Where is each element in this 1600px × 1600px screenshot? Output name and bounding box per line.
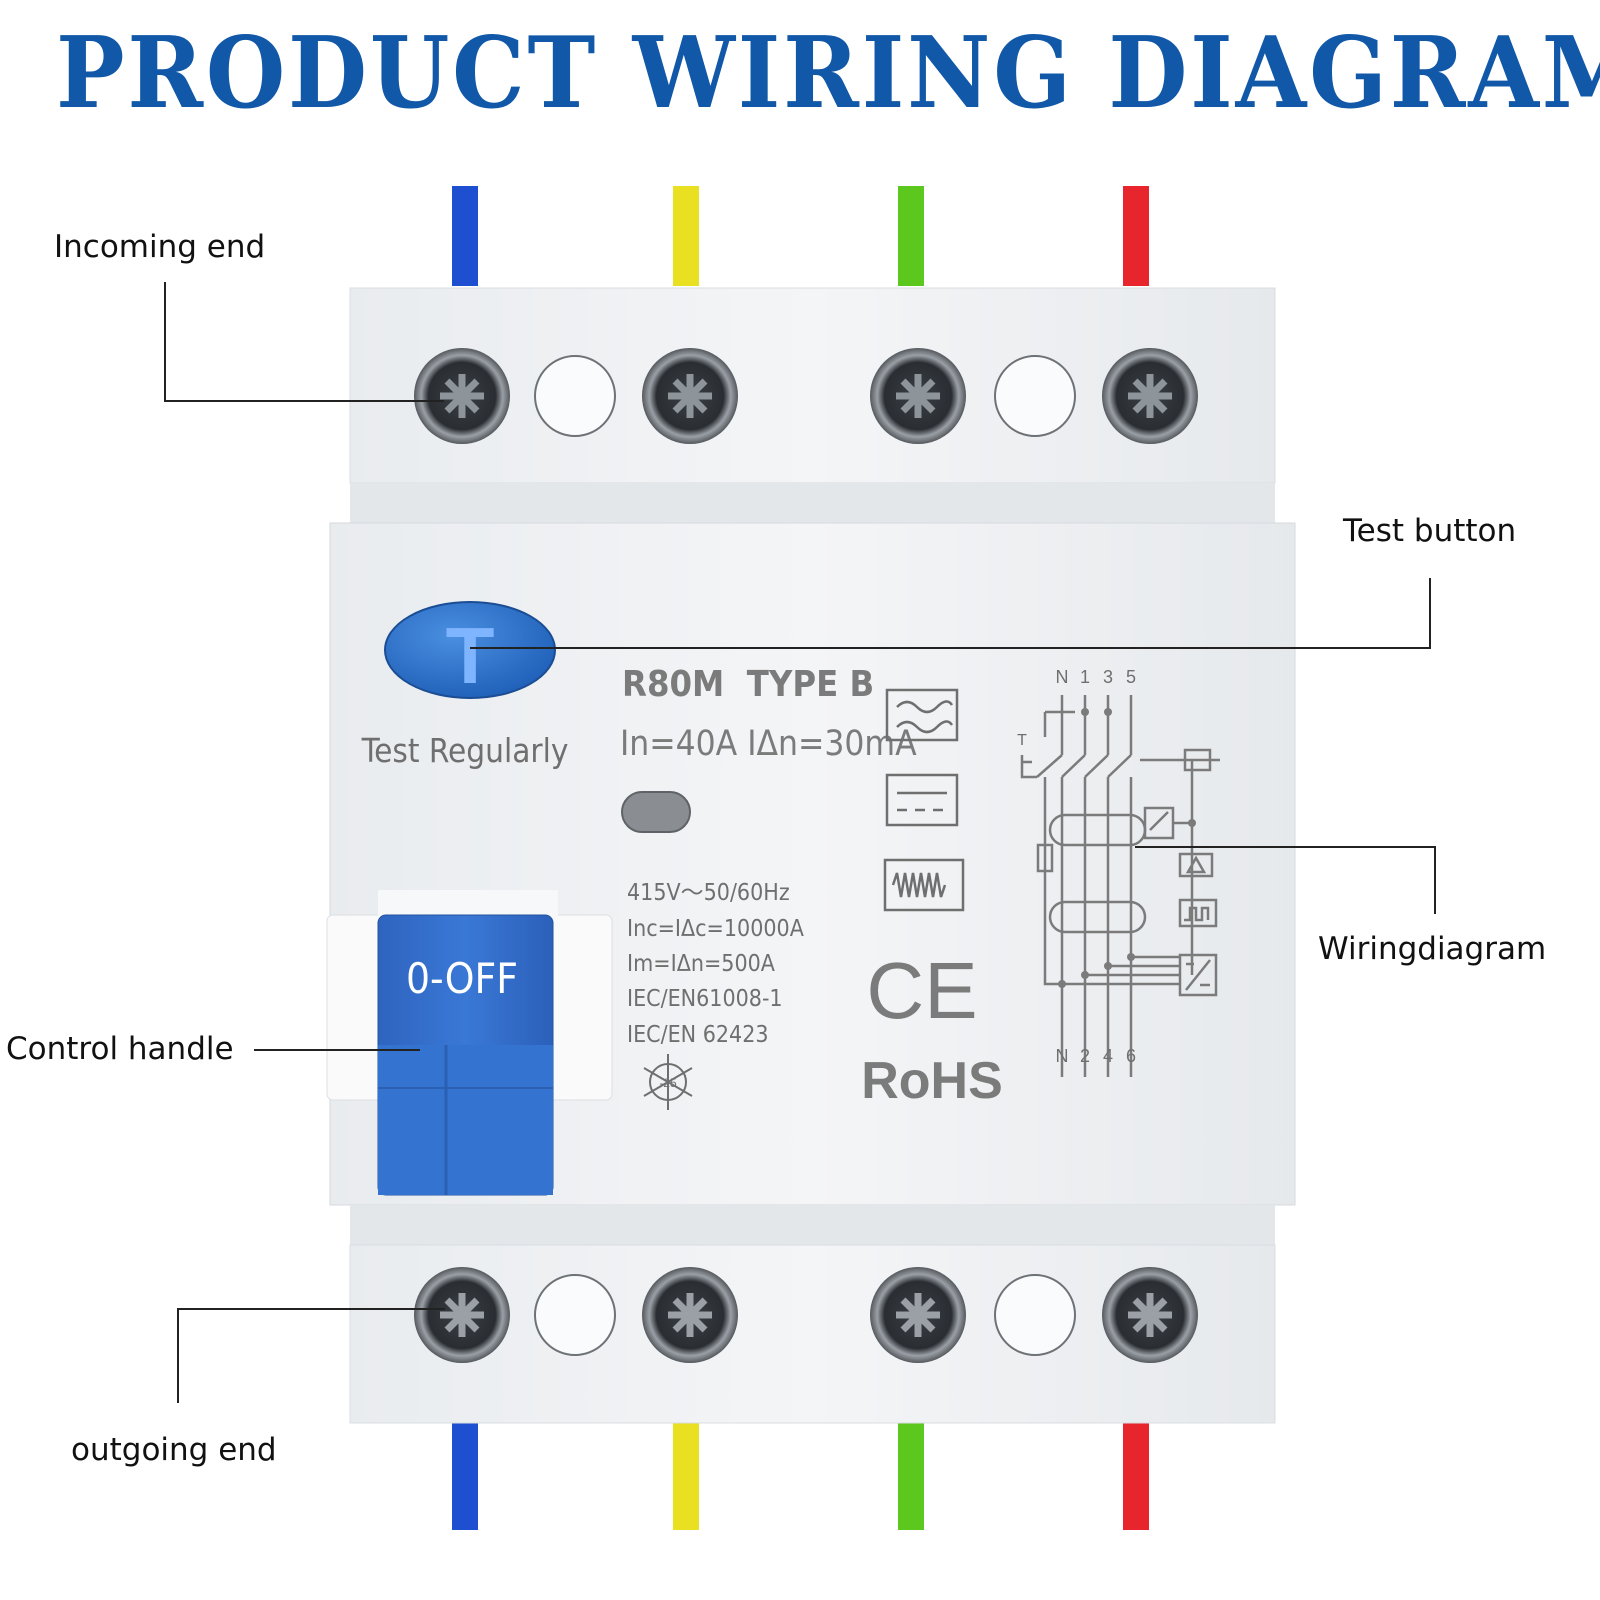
wire-blue-top <box>452 186 478 286</box>
model-label: R80M TYPE B <box>622 664 874 705</box>
schematic-node <box>1104 962 1112 970</box>
terminal-label-top-3: 3 <box>1103 667 1113 687</box>
terminal-label-top-5: 5 <box>1126 667 1136 687</box>
wire-red-top <box>1123 186 1149 286</box>
ac-sine-icon <box>885 688 959 742</box>
screw-bottom-3 <box>870 1267 966 1363</box>
screw-top-4 <box>1102 348 1198 444</box>
leader-test-vertical <box>1429 578 1431 648</box>
leader-control-horizontal <box>254 1049 420 1051</box>
hole-bottom-2 <box>994 1274 1076 1356</box>
hf-wave-icon <box>883 858 965 912</box>
page-title: PRODUCT WIRING DIAGRAM <box>56 16 1600 131</box>
ce-mark: CE <box>866 946 977 1035</box>
schematic-node <box>1081 708 1089 716</box>
spec-im: Im=IΔn=500A <box>627 951 775 977</box>
schematic-node <box>1188 819 1196 827</box>
terminal-label-bottom-6: 6 <box>1126 1046 1136 1066</box>
terminal-label-top-n: N <box>1056 667 1069 687</box>
snowflake-temperature: -25 <box>659 1076 677 1090</box>
screw-bottom-2 <box>642 1267 738 1363</box>
callout-wiring-diagram: Wiringdiagram <box>1318 931 1547 967</box>
leader-test-horizontal <box>470 647 1431 649</box>
schematic-node <box>1104 708 1112 716</box>
control-handle[interactable] <box>377 914 554 1196</box>
schematic-t-label: T <box>1017 732 1027 749</box>
wire-yellow-bottom <box>673 1420 699 1530</box>
terminal-label-bottom-n: N <box>1056 1046 1069 1066</box>
dc-icon <box>885 773 959 827</box>
schematic-node <box>1081 971 1089 979</box>
spec-voltage: 415V～50/60Hz <box>627 880 790 906</box>
wire-red-bottom <box>1123 1420 1149 1530</box>
screw-bottom-1 <box>414 1267 510 1363</box>
leader-outgoing-horizontal <box>177 1308 445 1310</box>
trip-indicator <box>621 791 691 833</box>
hole-top-1 <box>534 355 616 437</box>
hole-bottom-1 <box>534 1274 616 1356</box>
snowflake-icon <box>643 1054 693 1110</box>
callout-test-button: Test button <box>1343 513 1517 549</box>
terminal-label-bottom-4: 4 <box>1103 1046 1113 1066</box>
screw-top-1 <box>414 348 510 444</box>
schematic-diagram <box>1020 695 1220 1077</box>
schematic-node <box>1127 953 1135 961</box>
hole-top-2 <box>994 355 1076 437</box>
leader-wiring-vertical <box>1434 846 1436 914</box>
wire-green-bottom <box>898 1420 924 1530</box>
leader-incoming-vertical <box>164 282 166 402</box>
wire-blue-bottom <box>452 1420 478 1530</box>
rohs-mark: RoHS <box>861 1052 1003 1110</box>
leader-outgoing-vertical <box>177 1308 179 1403</box>
leader-wiring-horizontal <box>1135 846 1435 848</box>
callout-incoming-end: Incoming end <box>54 229 266 265</box>
spec-standard-1: IEC/EN61008-1 <box>627 986 783 1012</box>
test-regularly-label: Test Regularly <box>361 731 569 770</box>
handle-label: 0-OFF <box>406 954 518 1003</box>
schematic-node <box>1058 980 1066 988</box>
terminal-label-bottom-2: 2 <box>1080 1046 1090 1066</box>
callout-control-handle: Control handle <box>6 1031 234 1067</box>
screw-bottom-4 <box>1102 1267 1198 1363</box>
screw-top-3 <box>870 348 966 444</box>
spec-standard-2: IEC/EN 62423 <box>627 1022 769 1048</box>
callout-outgoing-end: outgoing end <box>71 1432 277 1468</box>
test-button[interactable] <box>384 601 556 699</box>
terminal-label-top-1: 1 <box>1080 667 1090 687</box>
rating-label: In=40A IΔn=30mA <box>620 724 917 764</box>
leader-incoming-horizontal <box>164 400 444 402</box>
screw-top-2 <box>642 348 738 444</box>
spec-inc: Inc=IΔc=10000A <box>627 916 804 942</box>
wire-green-top <box>898 186 924 286</box>
wire-yellow-top <box>673 186 699 286</box>
test-button-letter: T <box>446 611 495 700</box>
